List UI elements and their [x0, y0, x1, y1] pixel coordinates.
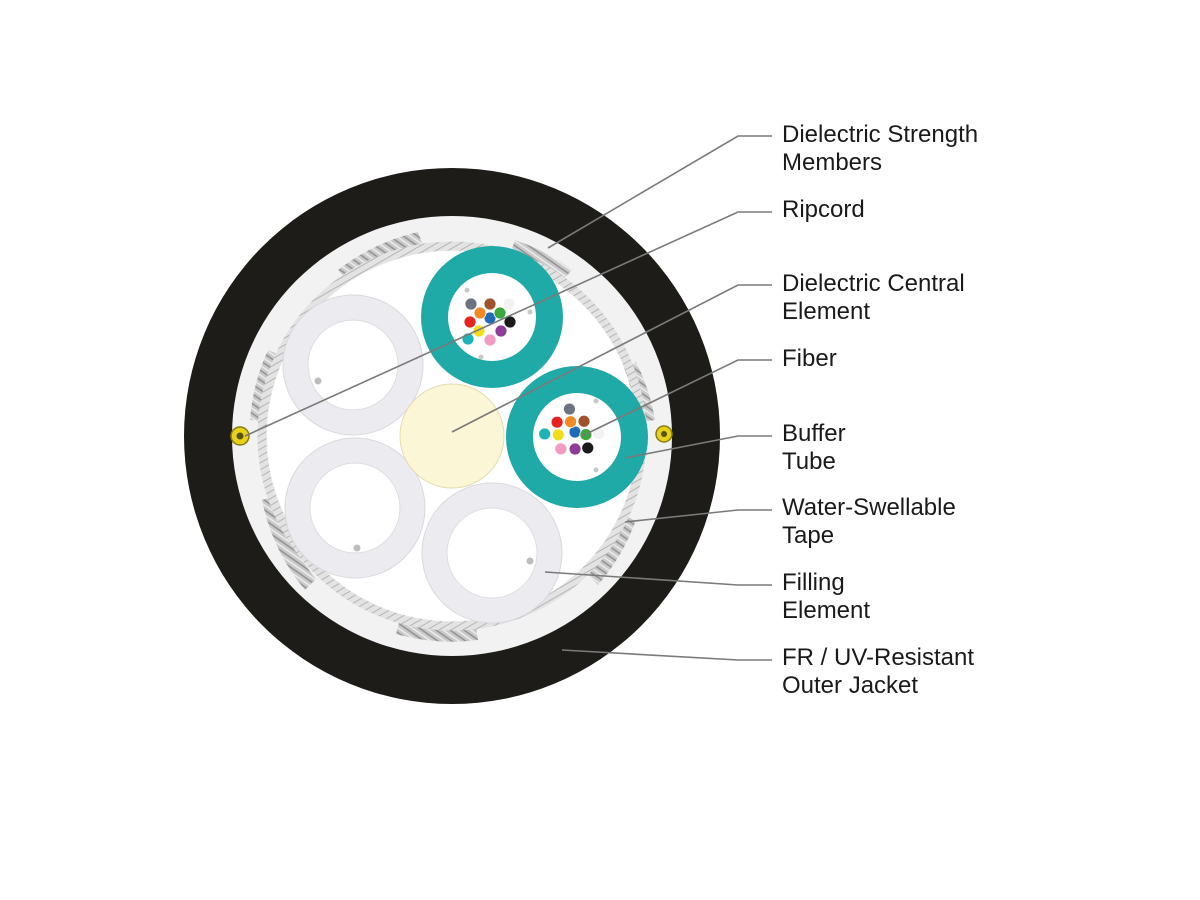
label-strength-members-line2: Members [782, 149, 882, 176]
label-central-element-line2: Element [782, 298, 870, 325]
strength-member-yarn [262, 496, 316, 590]
strength-member-yarn [510, 240, 572, 281]
label-strength-members-line1: Dielectric Strength [782, 121, 978, 148]
label-water-swellable-tape: Water-Swellable Tape [782, 494, 963, 549]
optical-fiber [483, 333, 497, 347]
optical-fiber [563, 402, 576, 416]
label-central-element-line1: Dielectric Central [782, 270, 965, 297]
label-outer-jacket-line2: Outer Jacket [782, 672, 918, 699]
label-central-element: Dielectric Central Element [782, 270, 971, 325]
label-fiber: Fiber [782, 345, 837, 372]
label-buffer-tube-line1: Buffer [782, 420, 846, 447]
fiber-bundle-top [461, 297, 517, 347]
label-filling-element-line1: Filling [782, 569, 845, 596]
label-fiber-line1: Fiber [782, 345, 837, 372]
leader-lines [244, 135, 772, 661]
optical-fiber [564, 415, 577, 429]
optical-fiber [550, 415, 564, 429]
leader-strength-members [547, 135, 772, 249]
buffer-tube-right [506, 366, 648, 508]
optical-fiber [568, 442, 582, 456]
label-outer-jacket: FR / UV-Resistant Outer Jacket [782, 644, 981, 699]
optical-fiber [483, 297, 497, 311]
buffer-tube-top [421, 246, 563, 388]
label-buffer-tube: Buffer Tube [782, 420, 852, 475]
leader-fiber [581, 359, 772, 437]
optical-fiber [494, 324, 508, 338]
label-water-swellable-tape-line2: Tape [782, 522, 834, 549]
leader-outer-jacket [561, 649, 772, 661]
optical-fiber [502, 297, 516, 311]
ripcord-left-core [236, 432, 244, 440]
label-water-swellable-tape-line1: Water-Swellable [782, 494, 956, 521]
filling-element [421, 482, 563, 624]
label-filling-element: Filling Element [782, 569, 870, 624]
labels: Dielectric Strength Members Ripcord Diel… [782, 121, 985, 699]
optical-fiber [493, 306, 507, 320]
optical-fiber [581, 441, 595, 455]
leader-filling-element [544, 571, 772, 586]
dielectric-central-element [399, 383, 505, 489]
optical-fiber [463, 315, 477, 329]
optical-fiber [551, 428, 565, 442]
ripcords [230, 425, 673, 446]
leader-buffer-tube [624, 435, 772, 459]
label-outer-jacket-line1: FR / UV-Resistant [782, 644, 974, 671]
optical-fiber [538, 427, 552, 441]
leader-water-swellable-tape [624, 509, 772, 523]
filling-element [282, 294, 424, 436]
label-buffer-tube-line2: Tube [782, 448, 836, 475]
leader-ripcord [244, 211, 772, 437]
optical-fiber [473, 306, 487, 320]
label-strength-members: Dielectric Strength Members [782, 121, 985, 176]
optical-fiber [577, 414, 591, 428]
label-ripcord-line1: Ripcord [782, 196, 865, 223]
filling-elements [282, 294, 563, 624]
optical-fiber [464, 297, 478, 311]
ripcord-right-core [661, 431, 667, 437]
label-ripcord: Ripcord [782, 196, 865, 223]
label-filling-element-line2: Element [782, 597, 870, 624]
optical-fiber [554, 442, 568, 456]
filling-element [284, 437, 426, 579]
strength-member-yarn [587, 515, 636, 585]
leader-central-element [451, 284, 772, 433]
